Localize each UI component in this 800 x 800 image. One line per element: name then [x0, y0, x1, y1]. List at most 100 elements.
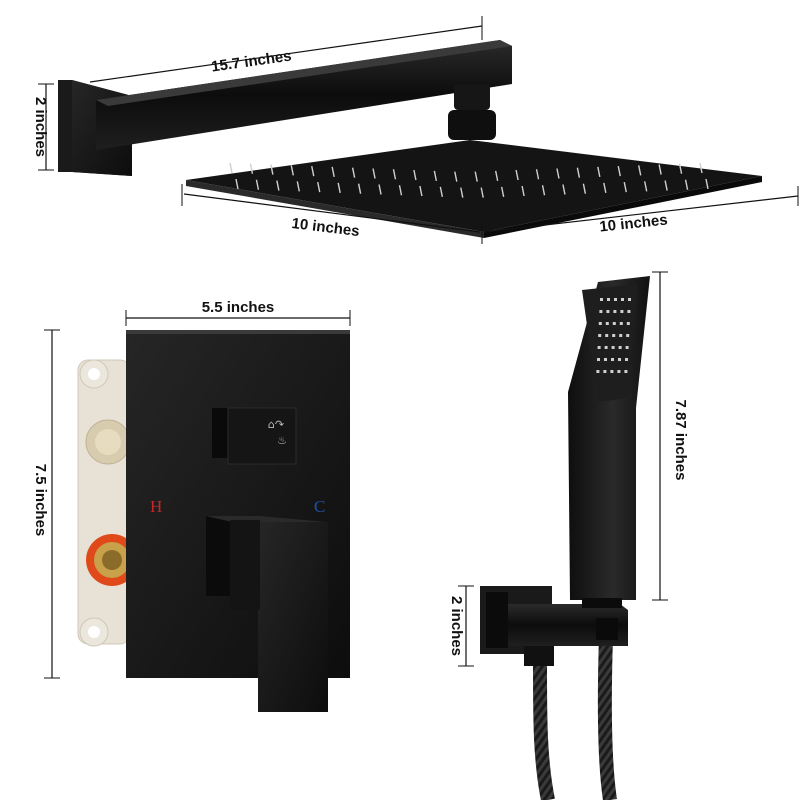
spray-nozzle: [664, 180, 668, 191]
handshower-nozzle: [620, 310, 624, 313]
handshower-length-dimension: 7.87 inches: [652, 271, 689, 601]
valve-height-dimension: 7.5 inches: [32, 329, 60, 679]
spray-nozzle: [644, 181, 648, 192]
handshower-nozzle: [625, 358, 628, 361]
handshower-nozzle: [600, 298, 603, 301]
handshower-nozzle: [626, 334, 630, 337]
handshower-nozzle: [617, 370, 621, 373]
spray-nozzle: [317, 181, 321, 193]
spray-nozzle: [337, 182, 341, 194]
spray-nozzle: [460, 187, 464, 198]
head-right-width-label: 10 inches: [599, 211, 669, 235]
spray-nozzle: [454, 171, 458, 182]
spray-nozzle: [474, 171, 478, 182]
spray-nozzle: [270, 164, 274, 175]
handshower-nozzle: [624, 370, 628, 373]
spray-nozzle: [351, 167, 356, 178]
handshower-nozzle: [597, 358, 600, 361]
handshower-holder: [480, 586, 628, 666]
spray-nozzle: [439, 186, 444, 197]
handshower-nozzle: [612, 322, 616, 325]
handshower-nozzle: [628, 298, 631, 301]
flange-height-label: 2 inches: [32, 97, 49, 157]
temperature-lever-handle: [206, 516, 328, 712]
spray-nozzle: [705, 178, 709, 190]
spray-nozzle: [699, 162, 703, 174]
handshower-nozzle: [619, 334, 623, 337]
spray-nozzle: [638, 165, 642, 176]
spray-nozzle: [515, 169, 519, 181]
spray-nozzles: [229, 162, 709, 198]
valve-width-dimension: 5.5 inches: [125, 299, 351, 326]
spray-nozzle: [331, 166, 335, 178]
valve-height-label: 7.5 inches: [32, 464, 49, 537]
flange-height-dimension: 2 inches: [32, 83, 54, 171]
mixing-valve-assembly: ⌂↷ ♨ H C: [77, 330, 350, 712]
handshower-nozzle: [597, 346, 601, 349]
hand-shower-assembly: [480, 276, 650, 800]
diverter-symbol-icon: ⌂↷: [268, 418, 284, 431]
hot-label: H: [150, 497, 162, 516]
spray-nozzle: [494, 170, 499, 181]
spray-nozzle: [296, 181, 300, 192]
spray-nozzle: [392, 169, 397, 180]
spray-nozzle: [500, 186, 505, 197]
spray-nozzle: [582, 183, 587, 194]
spray-nozzle: [480, 187, 484, 198]
spray-nozzle: [623, 181, 627, 193]
arm-length-label: 15.7 inches: [210, 47, 292, 75]
valve-width-label: 5.5 inches: [202, 299, 275, 316]
head-width-dimension: 10 inches 10 inches: [181, 184, 799, 244]
handshower-nozzle: [604, 346, 608, 349]
handshower-nozzle: [599, 310, 603, 313]
handshower-nozzle: [610, 370, 614, 373]
handshower-nozzle: [611, 358, 614, 361]
handshower-nozzle: [607, 298, 610, 301]
spray-nozzle: [597, 166, 601, 178]
spray-nozzle: [617, 165, 621, 177]
spray-nozzle: [603, 182, 607, 194]
spray-nozzle: [556, 168, 560, 179]
handshower-nozzle: [611, 346, 615, 349]
rain-shower-head: [186, 140, 762, 232]
spray-nozzle: [235, 178, 239, 190]
diverter-knob: ⌂↷ ♨: [212, 407, 297, 465]
handshower-nozzle: [605, 334, 609, 337]
handshower-length-label: 7.87 inches: [672, 400, 689, 481]
spray-nozzle: [413, 169, 417, 181]
handshower-nozzles: [596, 298, 631, 373]
handshower-nozzle: [627, 310, 631, 313]
handshower-nozzle: [604, 358, 607, 361]
spray-nozzle: [398, 185, 403, 196]
shower-arm: [96, 40, 512, 150]
spray-nozzle: [576, 167, 581, 178]
handshower-nozzle: [598, 322, 602, 325]
ball-joint-connector: [454, 84, 490, 110]
spray-nozzle: [419, 185, 423, 197]
head-left-width-label: 10 inches: [291, 215, 361, 240]
handshower-nozzle: [603, 370, 607, 373]
handshower-symbol-icon: ♨: [277, 434, 287, 447]
holder-height-dimension: 2 inches: [448, 585, 474, 667]
spray-nozzle: [684, 179, 689, 190]
spray-nozzle: [535, 169, 540, 180]
spray-nozzle: [433, 170, 438, 181]
cold-label: C: [314, 497, 325, 516]
spray-nozzle: [658, 164, 662, 175]
handshower-nozzle: [625, 346, 629, 349]
shower-arm-assembly: [58, 40, 762, 238]
spray-nozzle: [276, 180, 280, 191]
brass-inlet-port: [86, 534, 138, 586]
spray-nozzle: [378, 184, 382, 195]
handshower-nozzle: [612, 334, 616, 337]
spray-nozzle: [357, 183, 362, 194]
spray-nozzle: [678, 163, 683, 174]
handshower-nozzle: [605, 322, 609, 325]
holder-height-label: 2 inches: [448, 596, 465, 656]
handshower-nozzle: [613, 310, 617, 313]
spray-nozzle: [372, 168, 376, 179]
spray-nozzle: [229, 162, 233, 174]
spray-nozzle: [290, 165, 294, 176]
handshower: [568, 276, 650, 608]
